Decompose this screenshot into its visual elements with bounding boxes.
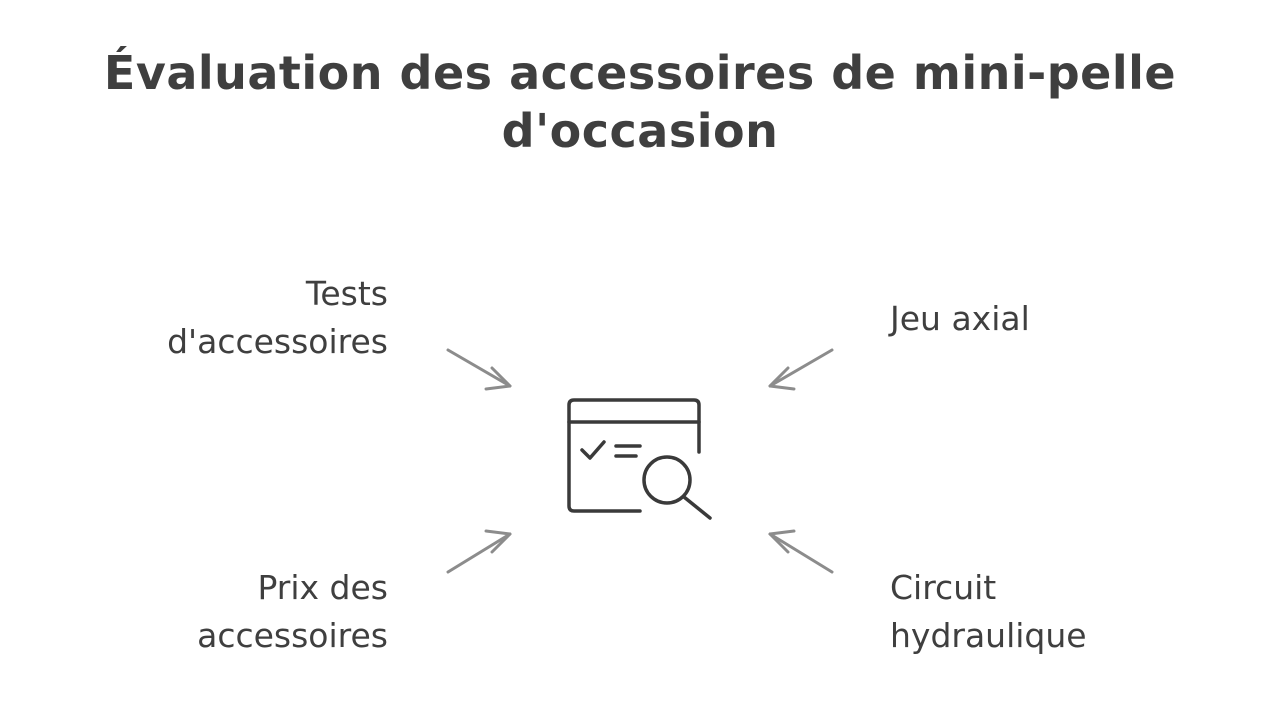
diagram-title: Évaluation des accessoires de mini-pelle…: [0, 44, 1280, 160]
label-circuit-hydraulique: Circuit hydraulique: [890, 564, 1087, 660]
label-line: Prix des: [257, 568, 388, 607]
label-line: hydraulique: [890, 616, 1087, 655]
label-line: d'accessoires: [167, 322, 388, 361]
arrow-top-right: [768, 348, 834, 391]
arrow-bottom-left: [446, 529, 512, 574]
label-line: Tests: [305, 274, 388, 313]
title-line-2: d'occasion: [501, 104, 779, 158]
arrow-bottom-right: [768, 529, 834, 574]
label-tests-accessoires: Tests d'accessoires: [167, 270, 388, 366]
label-line: Jeu axial: [890, 299, 1030, 338]
label-jeu-axial: Jeu axial: [890, 295, 1030, 343]
label-line: Circuit: [890, 568, 997, 607]
inspection-checklist-magnifier-icon: [567, 398, 712, 520]
label-line: accessoires: [197, 616, 388, 655]
title-line-1: Évaluation des accessoires de mini-pelle: [103, 46, 1177, 100]
arrow-top-left: [446, 348, 512, 391]
label-prix-accessoires: Prix des accessoires: [197, 564, 388, 660]
